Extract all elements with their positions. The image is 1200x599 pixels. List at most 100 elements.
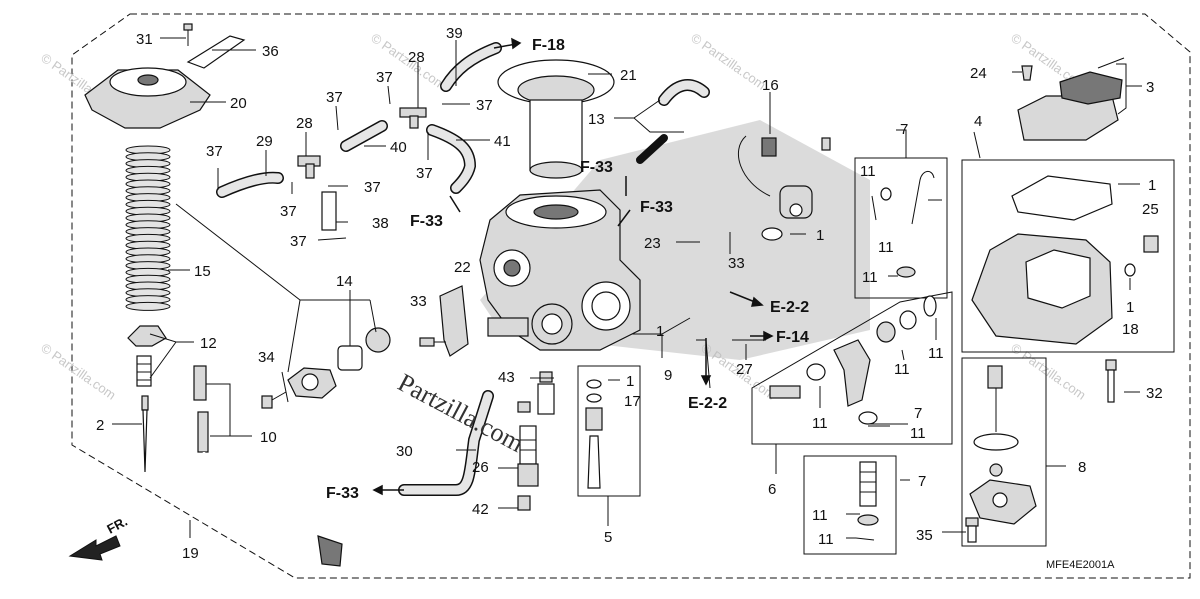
part-15-spring[interactable] [125, 145, 171, 311]
label-15: 15 [194, 263, 211, 280]
group-box-5 [577, 365, 641, 497]
label-43: 43 [498, 369, 515, 386]
part-13-hose[interactable] [636, 79, 710, 164]
label-6: 6 [768, 481, 776, 498]
label-9: 9 [664, 367, 672, 384]
label-2: 2 [96, 417, 104, 434]
group-box-8 [961, 357, 1047, 547]
part-4-float-bowl[interactable] [971, 175, 1159, 345]
ref-e22-a: E-2-2 [770, 299, 809, 316]
label-11-b: 11 [878, 239, 894, 256]
label-27: 27 [736, 361, 753, 378]
part-38-hose[interactable] [321, 191, 337, 231]
label-7-c: 7 [918, 473, 926, 490]
part-12-needle-holder[interactable] [127, 325, 167, 387]
part-26-jet[interactable] [517, 401, 539, 487]
label-32: 32 [1146, 385, 1163, 402]
part-43-jet[interactable] [537, 371, 555, 415]
label-38: 38 [372, 215, 389, 232]
label-40: 40 [390, 139, 407, 156]
part-41-hose[interactable] [426, 124, 477, 194]
part-7-lower-spring[interactable] [855, 461, 879, 541]
label-4: 4 [974, 113, 982, 130]
label-13: 13 [588, 111, 605, 128]
ref-f14: F-14 [776, 329, 809, 346]
part-24-float-needle[interactable] [1021, 65, 1033, 81]
front-direction-arrow: FR. [68, 514, 130, 561]
label-11-c: 11 [862, 269, 878, 286]
label-14: 14 [336, 273, 353, 290]
part-8-pump-diaphragm[interactable] [969, 365, 1037, 525]
part-33-screw[interactable] [419, 337, 446, 347]
label-11-g: 11 [910, 425, 926, 442]
part-29-hose[interactable] [216, 171, 284, 198]
label-23: 23 [644, 235, 661, 252]
label-37-d: 37 [364, 179, 381, 196]
part-31-screw[interactable] [183, 23, 193, 46]
part-3-float[interactable] [1017, 57, 1125, 141]
part-20-top-cover[interactable] [84, 67, 211, 129]
part-19-throttle-cable[interactable] [193, 365, 343, 567]
ref-f33-b: F-33 [326, 485, 359, 502]
label-11-i: 11 [818, 531, 834, 548]
part-39-hose[interactable] [440, 42, 502, 92]
part-6-accelerator-pump-arm[interactable] [769, 295, 937, 425]
part-36-bracket[interactable] [186, 35, 246, 69]
carburetor-body[interactable] [479, 189, 641, 351]
part-2-jet-needle[interactable] [141, 395, 149, 473]
ref-f18: F-18 [532, 37, 565, 54]
diagram-frame [71, 13, 1191, 579]
label-37-e: 37 [290, 233, 307, 250]
group-box-6 [751, 291, 953, 445]
label-33-b: 33 [410, 293, 427, 310]
label-20: 20 [230, 95, 247, 112]
part-40-hose[interactable] [340, 120, 388, 152]
ref-f33-d: F-33 [640, 199, 673, 216]
part-14-cover[interactable] [287, 327, 391, 399]
label-12: 12 [200, 335, 217, 352]
label-22: 22 [454, 259, 471, 276]
label-25: 25 [1142, 201, 1159, 218]
diagram-code: MFE4E2001A [1046, 559, 1115, 571]
svg-text:© Partzilla.com: © Partzilla.com [1008, 340, 1088, 403]
part-32-screw[interactable] [1105, 359, 1117, 403]
svg-text:© Partzilla.com: © Partzilla.com [38, 340, 118, 403]
part-7-pilot-screw[interactable] [871, 171, 935, 278]
label-1-a: 1 [816, 227, 824, 244]
group-box-7-lower [803, 455, 897, 555]
label-39: 39 [446, 25, 463, 42]
label-28-a: 28 [296, 115, 313, 132]
label-30: 30 [396, 443, 413, 460]
spring-coil [125, 301, 171, 311]
label-11-e: 11 [928, 345, 944, 362]
label-26: 26 [472, 459, 489, 476]
callout-arrows [372, 37, 774, 496]
part-28-tee-fitting[interactable] [297, 155, 321, 179]
part-16-throttle-sensor[interactable] [737, 135, 831, 241]
part-21-diaphragm-piston[interactable] [497, 59, 615, 179]
part-5-float-valve[interactable] [585, 379, 603, 489]
part-30-drain-hose[interactable] [398, 390, 494, 496]
label-8: 8 [1078, 459, 1086, 476]
label-18: 18 [1122, 321, 1139, 338]
label-24: 24 [970, 65, 987, 82]
part-28b-tee-fitting[interactable] [399, 107, 427, 129]
label-33-a: 33 [728, 255, 745, 272]
label-1-b: 1 [656, 323, 664, 340]
ref-f33-a: F-33 [410, 213, 443, 230]
part-34-screw[interactable] [261, 391, 287, 409]
label-31: 31 [136, 31, 153, 48]
label-1-e: 1 [1126, 299, 1134, 316]
label-1-c: 1 [626, 373, 634, 390]
label-1-d: 1 [1148, 177, 1156, 194]
label-37-g: 37 [416, 165, 433, 182]
label-10: 10 [260, 429, 277, 446]
group-box-4 [961, 159, 1175, 353]
part-number-labels: 31 36 20 15 12 2 10 19 34 14 37 29 37 28… [96, 25, 1163, 562]
part-42-screw[interactable] [517, 495, 531, 511]
part-35-screw[interactable] [965, 517, 979, 543]
label-37-a: 37 [206, 143, 223, 160]
label-7-a: 7 [900, 121, 908, 138]
part-22-bracket[interactable] [439, 285, 469, 357]
